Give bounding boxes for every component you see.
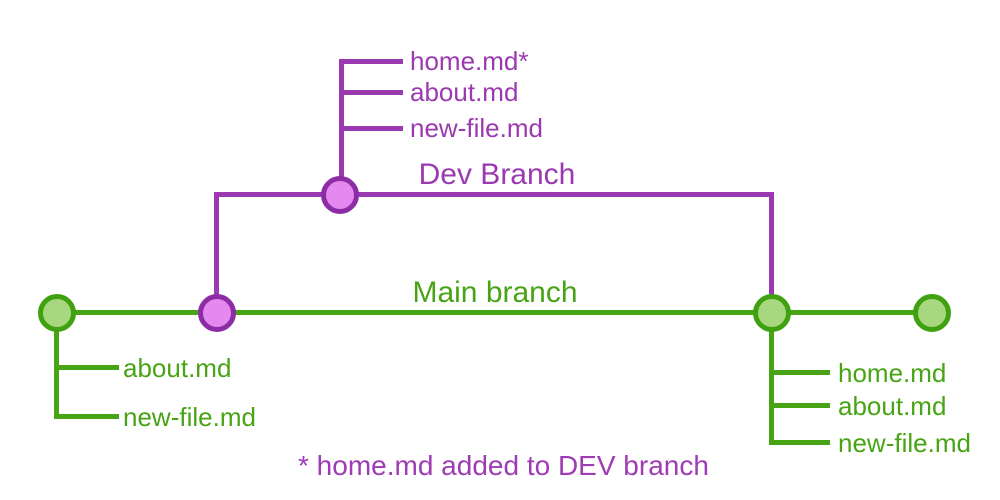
commit-node-merge — [753, 294, 791, 332]
commit-node-dev — [321, 176, 359, 214]
dev-branch-start-connector — [214, 195, 219, 313]
main-branch-line — [57, 310, 932, 315]
main-branch-label: Main branch — [412, 276, 578, 309]
dev-branch-label: Dev Branch — [418, 158, 576, 191]
branch-point-file-tick — [54, 414, 119, 419]
branch-point-file-label: about.md — [123, 353, 232, 383]
merge-point-file-tick — [769, 370, 830, 375]
dev-file-tick — [339, 59, 403, 64]
footnote: * home.md added to DEV branch — [298, 450, 709, 481]
merge-point-files-stem — [769, 313, 774, 445]
dev-file-label: about.md — [410, 77, 519, 107]
dev-file-label: new-file.md — [410, 113, 543, 143]
dev-file-tick — [339, 126, 403, 131]
merge-point-file-label: new-file.md — [838, 428, 971, 458]
merge-point-file-tick — [769, 440, 830, 445]
branch-point-file-tick — [54, 365, 119, 370]
dev-file-label: home.md* — [410, 46, 529, 76]
branch-point-file-label: new-file.md — [123, 402, 256, 432]
merge-point-file-label: home.md — [838, 358, 947, 388]
commit-node-main-start — [38, 294, 76, 332]
dev-file-tick — [339, 90, 403, 95]
dev-branch-merge-connector — [769, 195, 774, 313]
merge-point-file-label: about.md — [838, 391, 947, 421]
dev-branch-line — [214, 192, 774, 197]
merge-point-file-tick — [769, 403, 830, 408]
commit-node-branch-point — [198, 294, 236, 332]
commit-node-main-end — [913, 294, 951, 332]
